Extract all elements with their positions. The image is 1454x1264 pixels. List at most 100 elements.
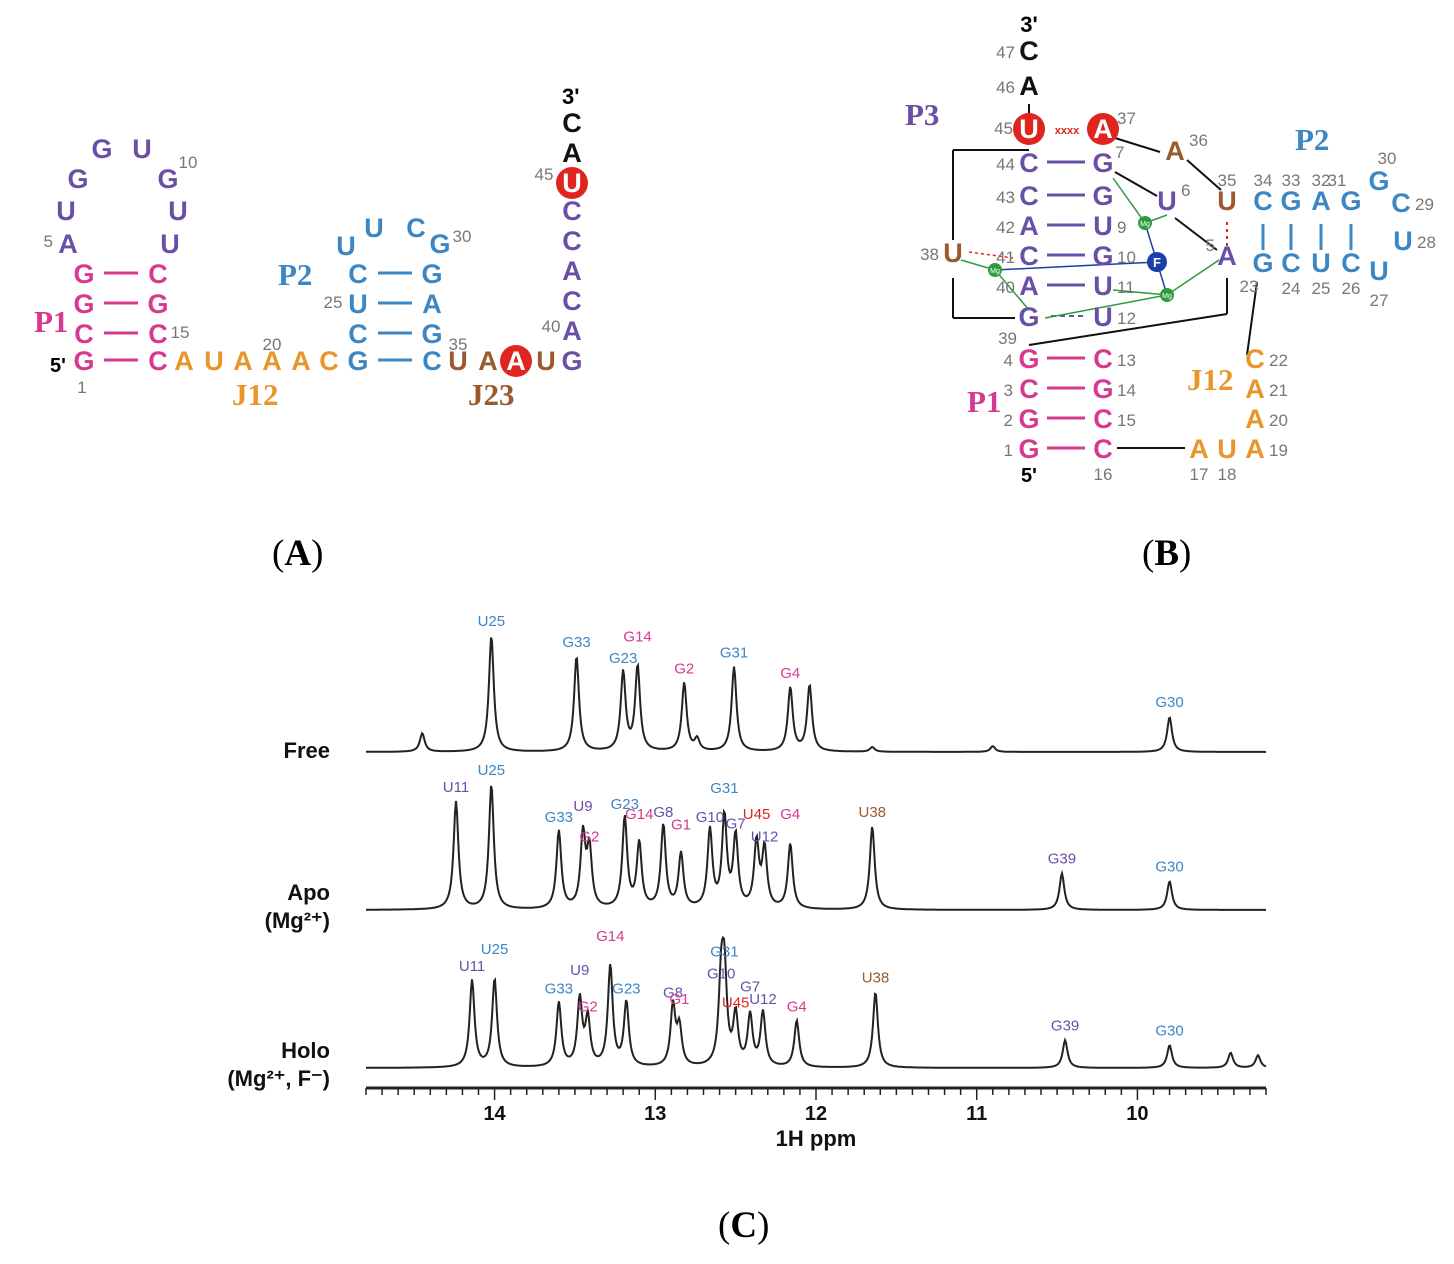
- nt-a-11: U: [168, 196, 188, 226]
- nt-b-7: G: [1092, 148, 1113, 178]
- peak-label-1-12: U45: [743, 806, 771, 823]
- nt-b-39: G: [1018, 302, 1039, 332]
- nt-a-38: U: [536, 346, 556, 376]
- nt-a-15: C: [148, 319, 168, 349]
- num-b-2: 2: [1004, 411, 1013, 430]
- num-b-39: 39: [998, 329, 1017, 348]
- three-prime-label-b: 3': [1020, 12, 1037, 37]
- nt-b-12: U: [1093, 302, 1113, 332]
- num-b-40: 40: [996, 278, 1015, 297]
- b-dot-38-41: [968, 251, 1014, 259]
- nt-b-27: U: [1369, 256, 1389, 286]
- nt-a-21: A: [291, 346, 311, 376]
- num-a-20: 20: [263, 335, 282, 354]
- five-prime-label-b: 5': [1021, 465, 1037, 487]
- mg-ion-label-3: Mg: [1162, 293, 1172, 300]
- x-tick-label-12: 12: [805, 1103, 827, 1125]
- nt-a-45-highlight: [556, 167, 588, 199]
- peak-label-2-0: U11: [459, 958, 485, 975]
- num-b-36: 36: [1189, 131, 1208, 150]
- num-b-41: 41: [996, 248, 1015, 267]
- nt-a-32: A: [422, 289, 442, 319]
- frame-b-12: [1246, 281, 1258, 356]
- nt-a-6: U: [56, 196, 76, 226]
- frame-b-10: [1028, 313, 1228, 346]
- num-a-40: 40: [542, 317, 561, 336]
- b-helix-label-p2: P2: [1295, 122, 1329, 157]
- nt-b-41: C: [1019, 241, 1039, 271]
- peak-label-1-16: G39: [1048, 851, 1076, 868]
- nt-a-37-highlight: [500, 345, 532, 377]
- num-b-45: 45: [994, 119, 1013, 138]
- num-b-5: 5: [1206, 236, 1215, 255]
- nt-a-45: U: [562, 168, 582, 198]
- num-b-12: 12: [1117, 309, 1136, 328]
- helix-label-p1: P1: [34, 304, 68, 339]
- peak-label-2-5: G14: [596, 928, 624, 945]
- nt-a-27: U: [336, 231, 356, 261]
- num-b-15: 15: [1117, 411, 1136, 430]
- nt-a-1: G: [73, 346, 94, 376]
- num-b-32: 32: [1312, 171, 1331, 190]
- nt-b-34: C: [1253, 186, 1273, 216]
- nt-b-43: C: [1019, 181, 1039, 211]
- peak-label-1-3: U9: [573, 798, 592, 815]
- nt-a-23: G: [347, 346, 368, 376]
- num-b-16: 16: [1094, 465, 1113, 484]
- nt-a-41: C: [562, 286, 582, 316]
- peak-label-1-11: G7: [726, 816, 746, 833]
- nt-b-25: U: [1311, 248, 1331, 278]
- nt-b-11: U: [1093, 271, 1113, 301]
- num-b-21: 21: [1269, 381, 1288, 400]
- series-name-0: Free: [284, 738, 330, 763]
- mg-ion-3: [1160, 288, 1174, 302]
- peak-label-2-1: U25: [481, 941, 509, 958]
- nt-a-20: A: [262, 346, 282, 376]
- num-b-46: 46: [996, 78, 1015, 97]
- fluoride-ion-label: F: [1153, 255, 1161, 270]
- nt-b-14: G: [1092, 374, 1113, 404]
- five-prime-label-a: 5': [50, 355, 66, 377]
- peak-label-1-8: G1: [671, 816, 691, 833]
- nt-b-10: G: [1092, 241, 1113, 271]
- nt-b-38: U: [943, 238, 963, 268]
- nt-a-31: G: [421, 259, 442, 289]
- nt-b-9: U: [1093, 211, 1113, 241]
- nt-b-2: G: [1018, 404, 1039, 434]
- b-helix-label-j12: J12: [1187, 362, 1234, 397]
- peak-label-2-4: G2: [578, 998, 598, 1015]
- nt-a-16: C: [148, 346, 168, 376]
- peak-label-2-17: G30: [1155, 1022, 1183, 1039]
- peak-label-2-13: U12: [749, 991, 777, 1008]
- nt-b-33: G: [1280, 186, 1301, 216]
- peak-label-2-9: G10: [707, 966, 735, 983]
- panel-label-c: (C): [718, 1205, 770, 1246]
- frame-b-5: [1114, 137, 1161, 153]
- num-a-30: 30: [453, 227, 472, 246]
- panel-label-b: (B): [1142, 533, 1192, 574]
- num-b-28: 28: [1417, 233, 1436, 252]
- num-a-25: 25: [324, 293, 343, 312]
- num-b-13: 13: [1117, 351, 1136, 370]
- peak-label-2-8: G1: [669, 991, 689, 1008]
- num-b-14: 14: [1117, 381, 1136, 400]
- nt-a-24: C: [348, 319, 368, 349]
- x-tick-label-11: 11: [966, 1103, 987, 1125]
- nt-b-19: A: [1245, 434, 1265, 464]
- num-b-29: 29: [1415, 195, 1434, 214]
- nt-a-25: U: [348, 289, 368, 319]
- nt-a-22: C: [319, 346, 339, 376]
- spectrum-apo: [366, 785, 1266, 911]
- x-tick-label-10: 10: [1126, 1103, 1148, 1125]
- peak-label-2-12: G7: [740, 979, 760, 996]
- nt-b-26: C: [1341, 248, 1361, 278]
- nt-a-17: A: [174, 346, 194, 376]
- num-a-10: 10: [179, 153, 198, 172]
- num-b-26: 26: [1342, 279, 1361, 298]
- f-line-1: [994, 261, 1158, 271]
- peak-label-2-11: U45: [722, 995, 750, 1012]
- peak-label-1-13: U12: [751, 829, 779, 846]
- helix-label-j23: J23: [468, 377, 515, 412]
- nt-a-43: C: [562, 226, 582, 256]
